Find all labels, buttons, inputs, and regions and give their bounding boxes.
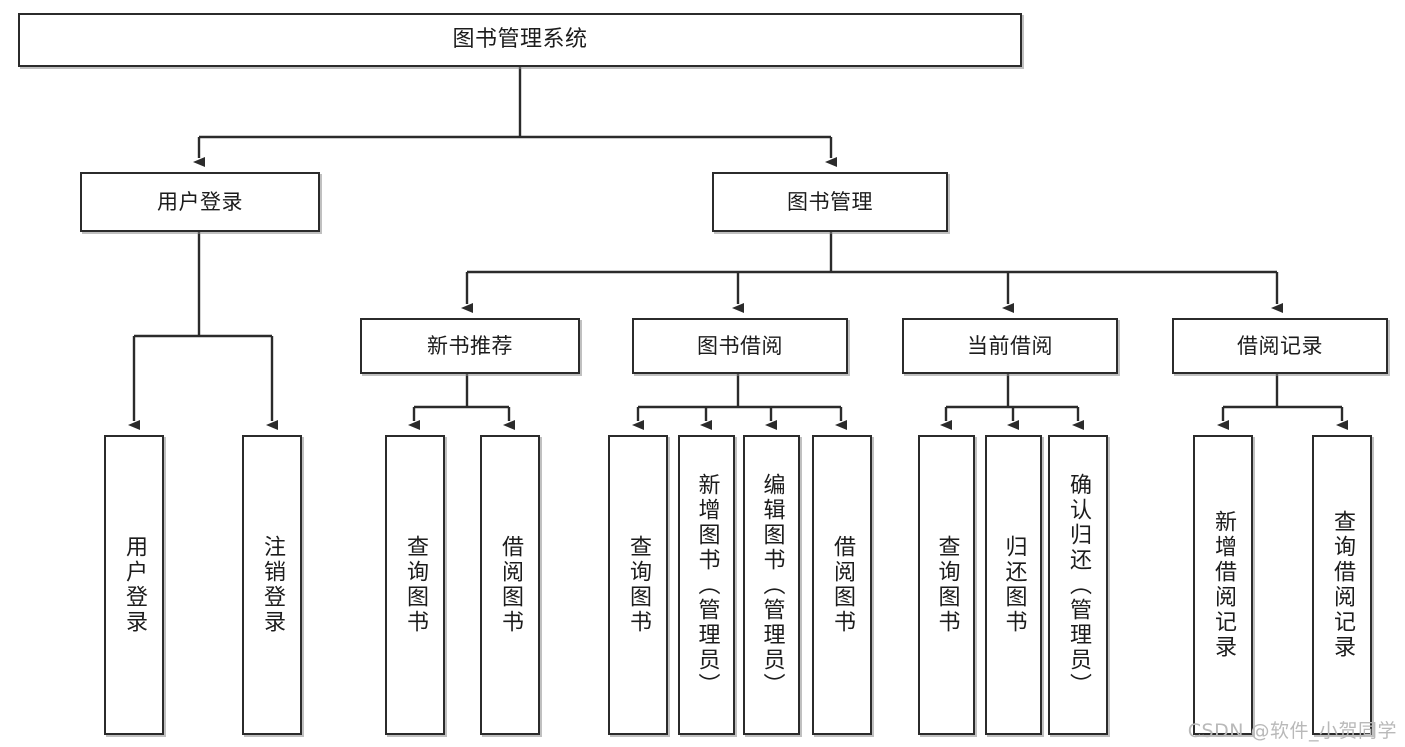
leaf-query-borrow-record-label: 查询借阅记录 [1330, 510, 1355, 660]
leaf-return-book[interactable]: 归还图书 [985, 435, 1042, 735]
node-book-borrow[interactable]: 图书借阅 [632, 318, 848, 374]
leaf-query-book-current[interactable]: 查询图书 [918, 435, 975, 735]
leaf-add-borrow-record-label: 新增借阅记录 [1211, 510, 1236, 660]
leaf-borrow-book[interactable]: 借阅图书 [812, 435, 872, 735]
leaf-return-book-label: 归还图书 [1001, 535, 1027, 635]
leaf-add-book-admin[interactable]: 新增图书（管理员） [678, 435, 735, 735]
node-book-borrow-label: 图书借阅 [697, 333, 783, 358]
leaf-edit-book-admin[interactable]: 编辑图书（管理员） [743, 435, 800, 735]
leaf-borrow-book-recommend[interactable]: 借阅图书 [480, 435, 540, 735]
node-current-borrow[interactable]: 当前借阅 [902, 318, 1118, 374]
leaf-borrow-book-recommend-label: 借阅图书 [498, 535, 523, 635]
leaf-query-book-borrow-label: 查询图书 [626, 535, 651, 635]
leaf-user-login-label: 用户登录 [122, 535, 147, 635]
node-new-book-recommend[interactable]: 新书推荐 [360, 318, 580, 374]
leaf-add-borrow-record[interactable]: 新增借阅记录 [1193, 435, 1253, 735]
leaf-query-book-borrow[interactable]: 查询图书 [608, 435, 668, 735]
leaf-user-login[interactable]: 用户登录 [104, 435, 164, 735]
watermark: CSDN @软件_小贺同学 [1187, 720, 1397, 742]
leaf-query-book-recommend[interactable]: 查询图书 [385, 435, 445, 735]
leaf-query-book-recommend-label: 查询图书 [403, 535, 428, 635]
leaf-query-book-current-label: 查询图书 [934, 535, 960, 635]
node-borrow-records-label: 借阅记录 [1237, 333, 1323, 358]
leaf-query-borrow-record[interactable]: 查询借阅记录 [1312, 435, 1372, 735]
node-root[interactable]: 图书管理系统 [18, 13, 1022, 67]
leaf-confirm-return-admin-label: 确认归还（管理员） [1066, 472, 1091, 698]
node-book-management[interactable]: 图书管理 [712, 172, 948, 232]
node-root-label: 图书管理系统 [452, 27, 588, 53]
node-current-borrow-label: 当前借阅 [967, 333, 1053, 358]
leaf-logout[interactable]: 注销登录 [242, 435, 302, 735]
node-new-book-recommend-label: 新书推荐 [427, 333, 513, 358]
node-book-management-label: 图书管理 [787, 189, 873, 214]
node-user-login-label: 用户登录 [157, 189, 243, 214]
leaf-borrow-book-label: 借阅图书 [830, 535, 855, 635]
leaf-add-book-admin-label: 新增图书（管理员） [694, 472, 720, 698]
leaf-logout-label: 注销登录 [260, 535, 285, 635]
leaf-confirm-return-admin[interactable]: 确认归还（管理员） [1048, 435, 1108, 735]
leaf-edit-book-admin-label: 编辑图书（管理员） [759, 472, 785, 698]
node-user-login[interactable]: 用户登录 [80, 172, 320, 232]
node-borrow-records[interactable]: 借阅记录 [1172, 318, 1388, 374]
